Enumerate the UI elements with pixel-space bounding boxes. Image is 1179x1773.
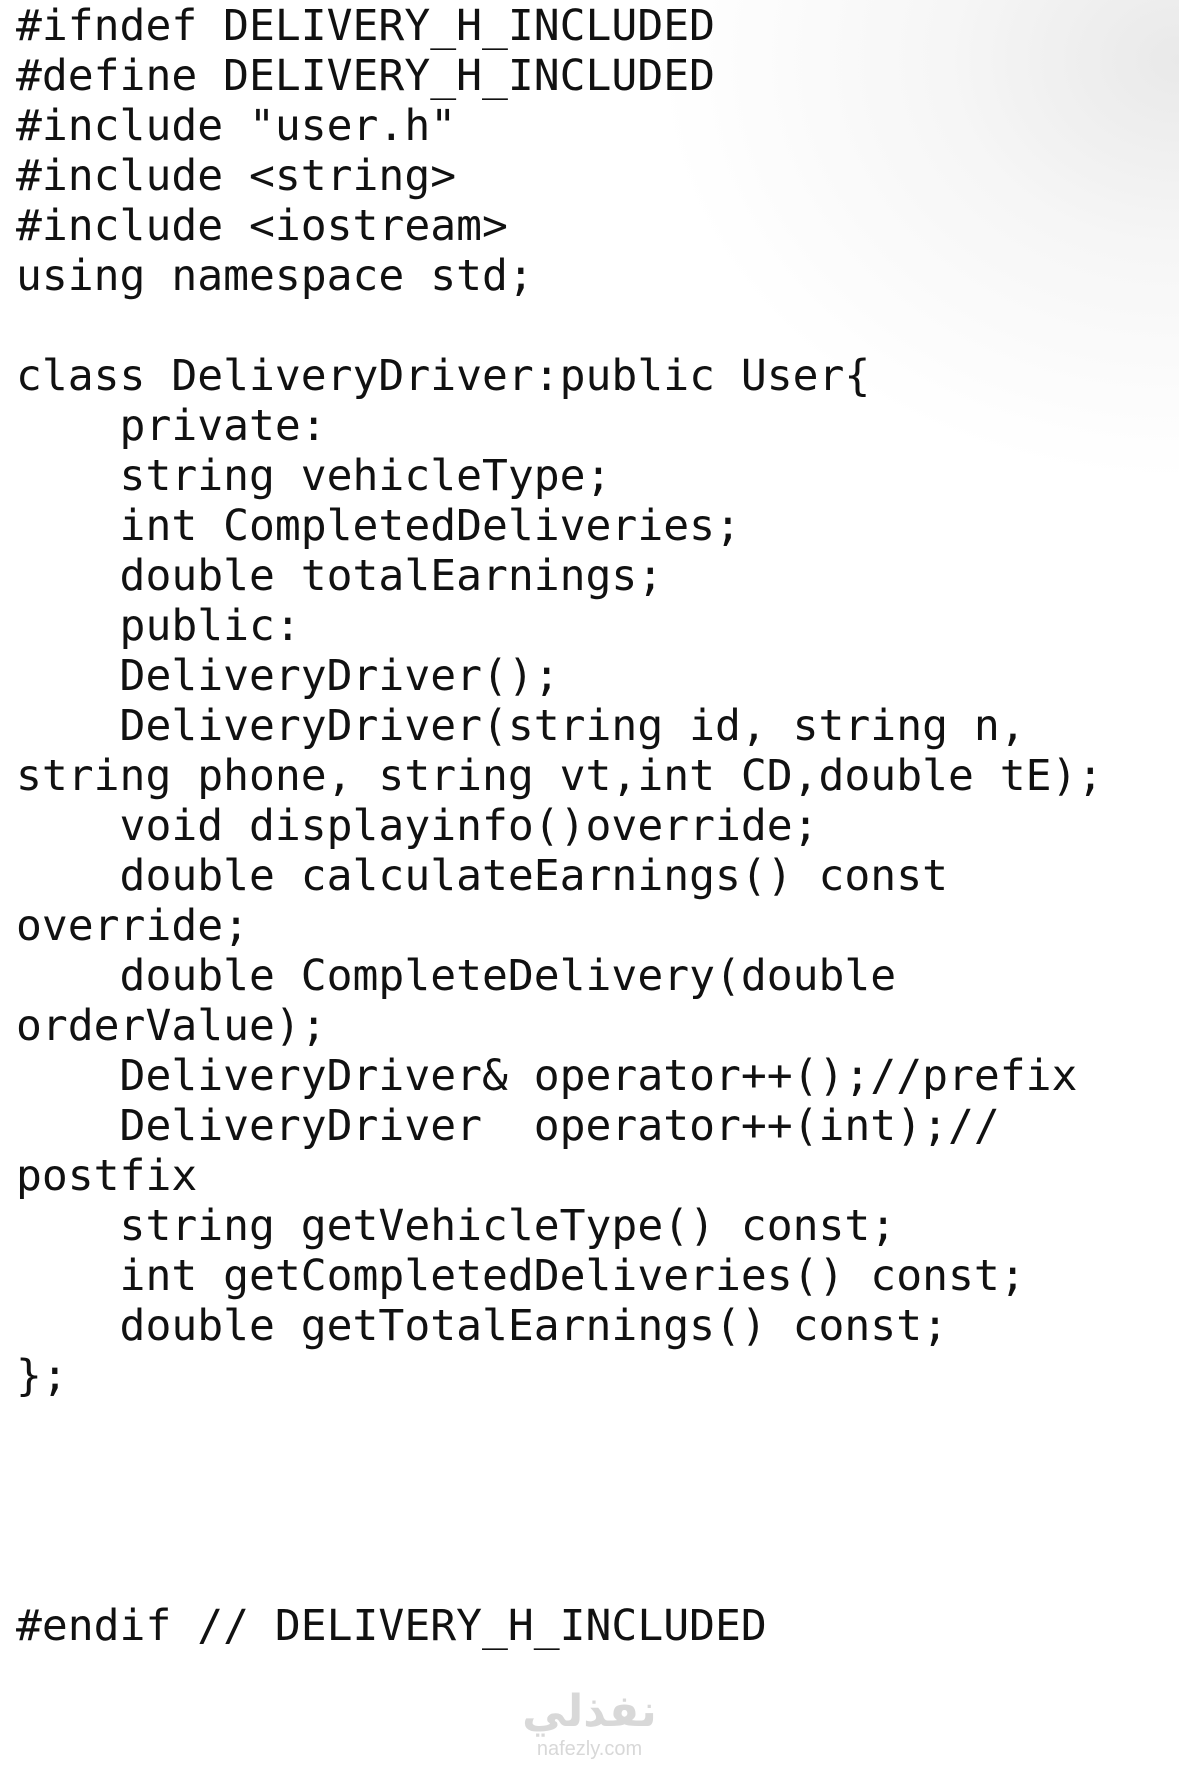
code-line: DeliveryDriver& operator++();//prefix bbox=[16, 1051, 1078, 1101]
code-line: int CompletedDeliveries; bbox=[16, 501, 741, 551]
code-line: #endif // DELIVERY_H_INCLUDED bbox=[16, 1601, 767, 1651]
code-line: void displayinfo()override; bbox=[16, 801, 819, 851]
code-line bbox=[16, 301, 1166, 351]
code-line: postfix bbox=[16, 1151, 198, 1201]
code-line: #include "user.h" bbox=[16, 101, 457, 151]
code-line: #include <iostream> bbox=[16, 201, 508, 251]
code-line: private: bbox=[16, 401, 327, 451]
code-line bbox=[16, 1451, 1166, 1501]
code-line: DeliveryDriver(string id, string n, bbox=[16, 701, 1026, 751]
code-line: #ifndef DELIVERY_H_INCLUDED bbox=[16, 1, 715, 51]
code-line: class DeliveryDriver:public User{ bbox=[16, 351, 871, 401]
code-line: public: bbox=[16, 601, 301, 651]
code-line: double CompleteDelivery(double bbox=[16, 951, 897, 1001]
watermark: نفذلي nafezly.com bbox=[0, 1686, 1179, 1761]
code-line: #include <string> bbox=[16, 151, 457, 201]
code-line: DeliveryDriver(); bbox=[16, 651, 560, 701]
watermark-logo-text: نفذلي bbox=[522, 1686, 657, 1737]
code-line bbox=[16, 1401, 1166, 1451]
code-line: double getTotalEarnings() const; bbox=[16, 1301, 948, 1351]
code-line: using namespace std; bbox=[16, 251, 534, 301]
code-line: }; bbox=[16, 1351, 68, 1401]
code-line: DeliveryDriver operator++(int);// bbox=[16, 1101, 1000, 1151]
code-line: override; bbox=[16, 901, 249, 951]
code-line: int getCompletedDeliveries() const; bbox=[16, 1251, 1026, 1301]
code-line: orderValue); bbox=[16, 1001, 327, 1051]
code-line: #define DELIVERY_H_INCLUDED bbox=[16, 51, 715, 101]
code-line: string phone, string vt,int CD,double tE… bbox=[16, 751, 1104, 801]
code-line: double calculateEarnings() const bbox=[16, 851, 948, 901]
code-line: string vehicleType; bbox=[16, 451, 612, 501]
code-line bbox=[16, 1501, 1166, 1551]
code-text-view: #ifndef DELIVERY_H_INCLUDED#define DELIV… bbox=[16, 0, 1166, 1651]
code-line: double totalEarnings; bbox=[16, 551, 664, 601]
watermark-url: nafezly.com bbox=[536, 1738, 643, 1760]
code-line: string getVehicleType() const; bbox=[16, 1201, 897, 1251]
code-line bbox=[16, 1551, 1166, 1601]
